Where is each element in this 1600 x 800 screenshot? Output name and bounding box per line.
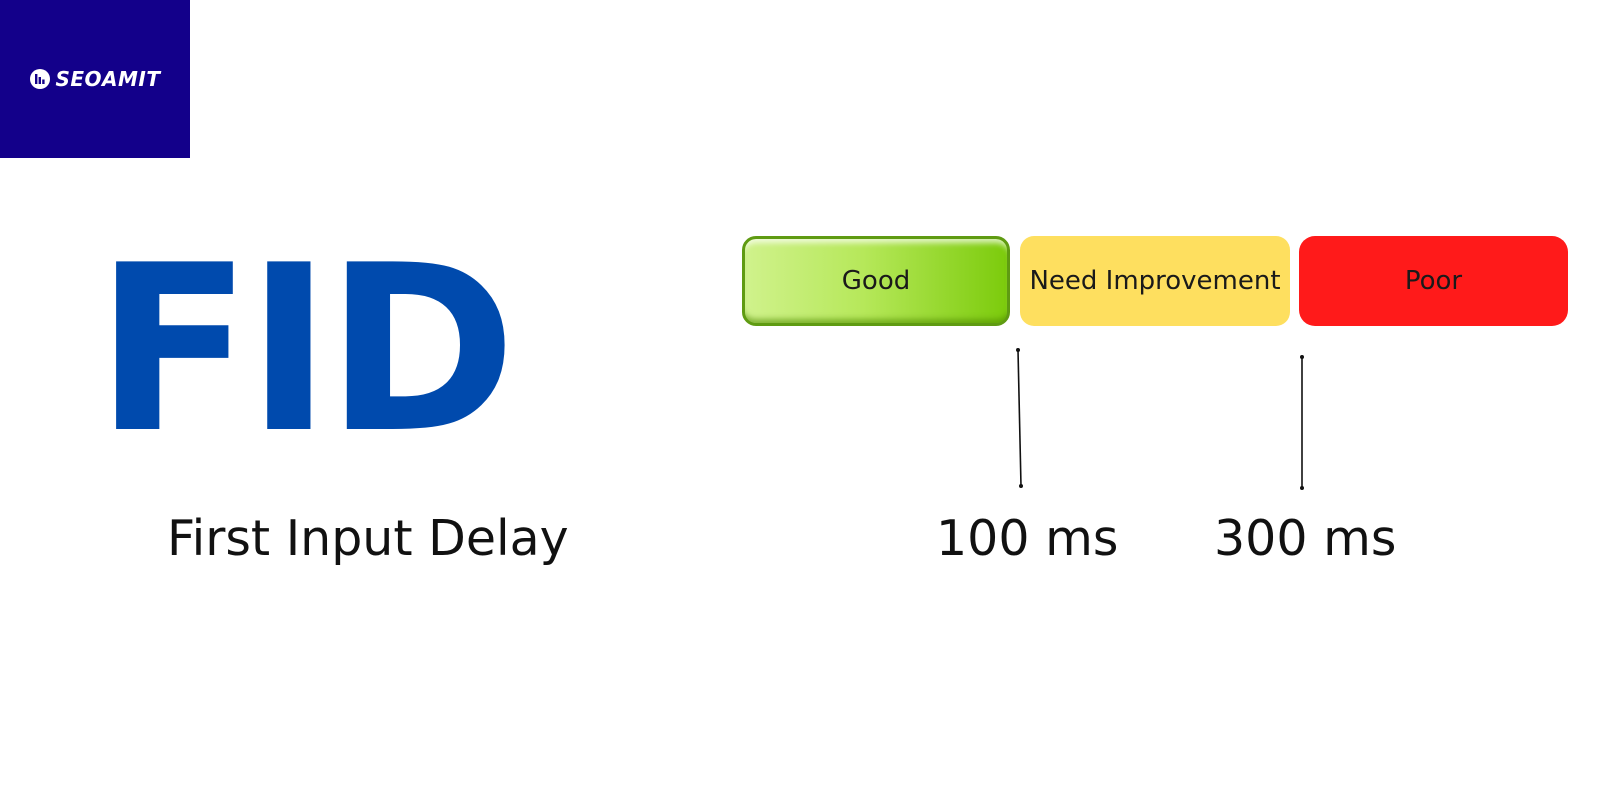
good-range-box: Good	[742, 236, 1010, 326]
poor-range-label: Poor	[1404, 266, 1463, 296]
logo-box: SEOAMIT	[0, 0, 190, 158]
page-title: FID	[95, 217, 517, 484]
bar-chart-logo-icon	[30, 69, 51, 89]
logo-text: SEOAMIT	[55, 67, 161, 91]
threshold-label-300: 300 ms	[1214, 510, 1397, 567]
threshold-marker-300	[1300, 355, 1304, 490]
good-range-label: Good	[841, 266, 911, 296]
need-improvement-range-label: Need Improvement	[1029, 266, 1281, 296]
threshold-label-100: 100 ms	[936, 510, 1119, 567]
poor-range-box: Poor	[1299, 236, 1568, 326]
threshold-marker-100	[1016, 348, 1023, 488]
page-subtitle: First Input Delay	[167, 510, 569, 567]
need-improvement-range-box: Need Improvement	[1020, 236, 1290, 326]
logo: SEOAMIT	[29, 67, 160, 91]
